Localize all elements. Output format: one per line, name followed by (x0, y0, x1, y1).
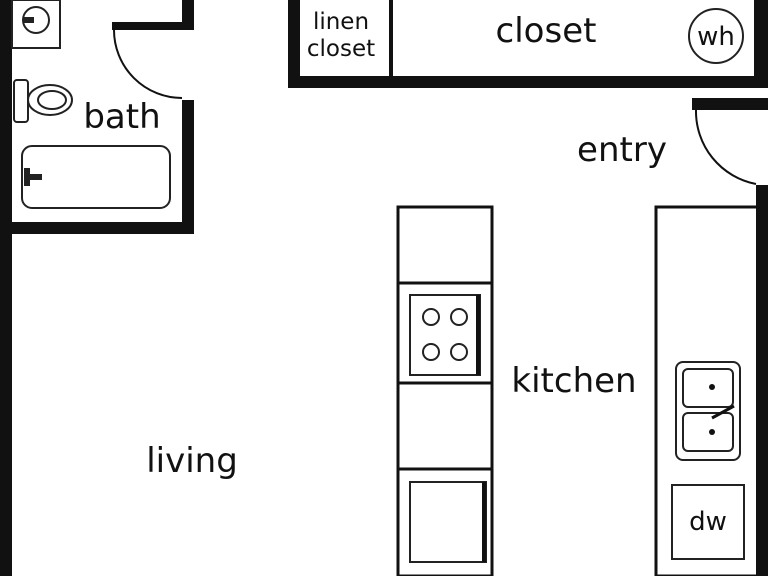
linen-closet-label-line2: closet (307, 36, 375, 62)
refrigerator-icon (409, 481, 487, 563)
closet-label: closet (496, 11, 597, 51)
counter-segment-middle (396, 381, 494, 471)
entry-label: entry (577, 130, 667, 170)
bath-right-wall (182, 100, 194, 234)
stove-icon (409, 294, 481, 376)
living-label: living (146, 441, 238, 481)
bathroom-sink-icon (11, 0, 61, 49)
bath-bottom-wall (0, 222, 194, 234)
linen-closet-divider (389, 0, 393, 80)
entry-door-swing (694, 109, 757, 185)
bath-door-swing (113, 29, 183, 99)
linen-closet-label-line1: linen (313, 9, 369, 35)
toilet-icon (13, 79, 73, 123)
closet-left-wall (288, 0, 300, 88)
kitchen-counter-right (654, 205, 760, 576)
dishwasher-label: dw (689, 507, 727, 537)
kitchen-counter-left (396, 205, 494, 576)
closet-right-wall (754, 0, 768, 88)
dishwasher-icon (671, 484, 745, 560)
doors (113, 29, 757, 185)
left-exterior-wall (0, 0, 12, 576)
entry-wall-segment (692, 98, 768, 110)
bath-door-jamb (112, 22, 194, 30)
closet-bottom-wall (288, 76, 768, 88)
counter-segment-top (396, 205, 494, 285)
bath-label: bath (83, 97, 160, 137)
water-heater-icon (688, 8, 744, 64)
water-heater-label: wh (697, 22, 735, 52)
kitchen-label: kitchen (511, 361, 636, 401)
kitchen-sink-icon (675, 361, 741, 461)
bathtub-icon (21, 145, 171, 209)
counter-segment-bottom (396, 467, 494, 576)
